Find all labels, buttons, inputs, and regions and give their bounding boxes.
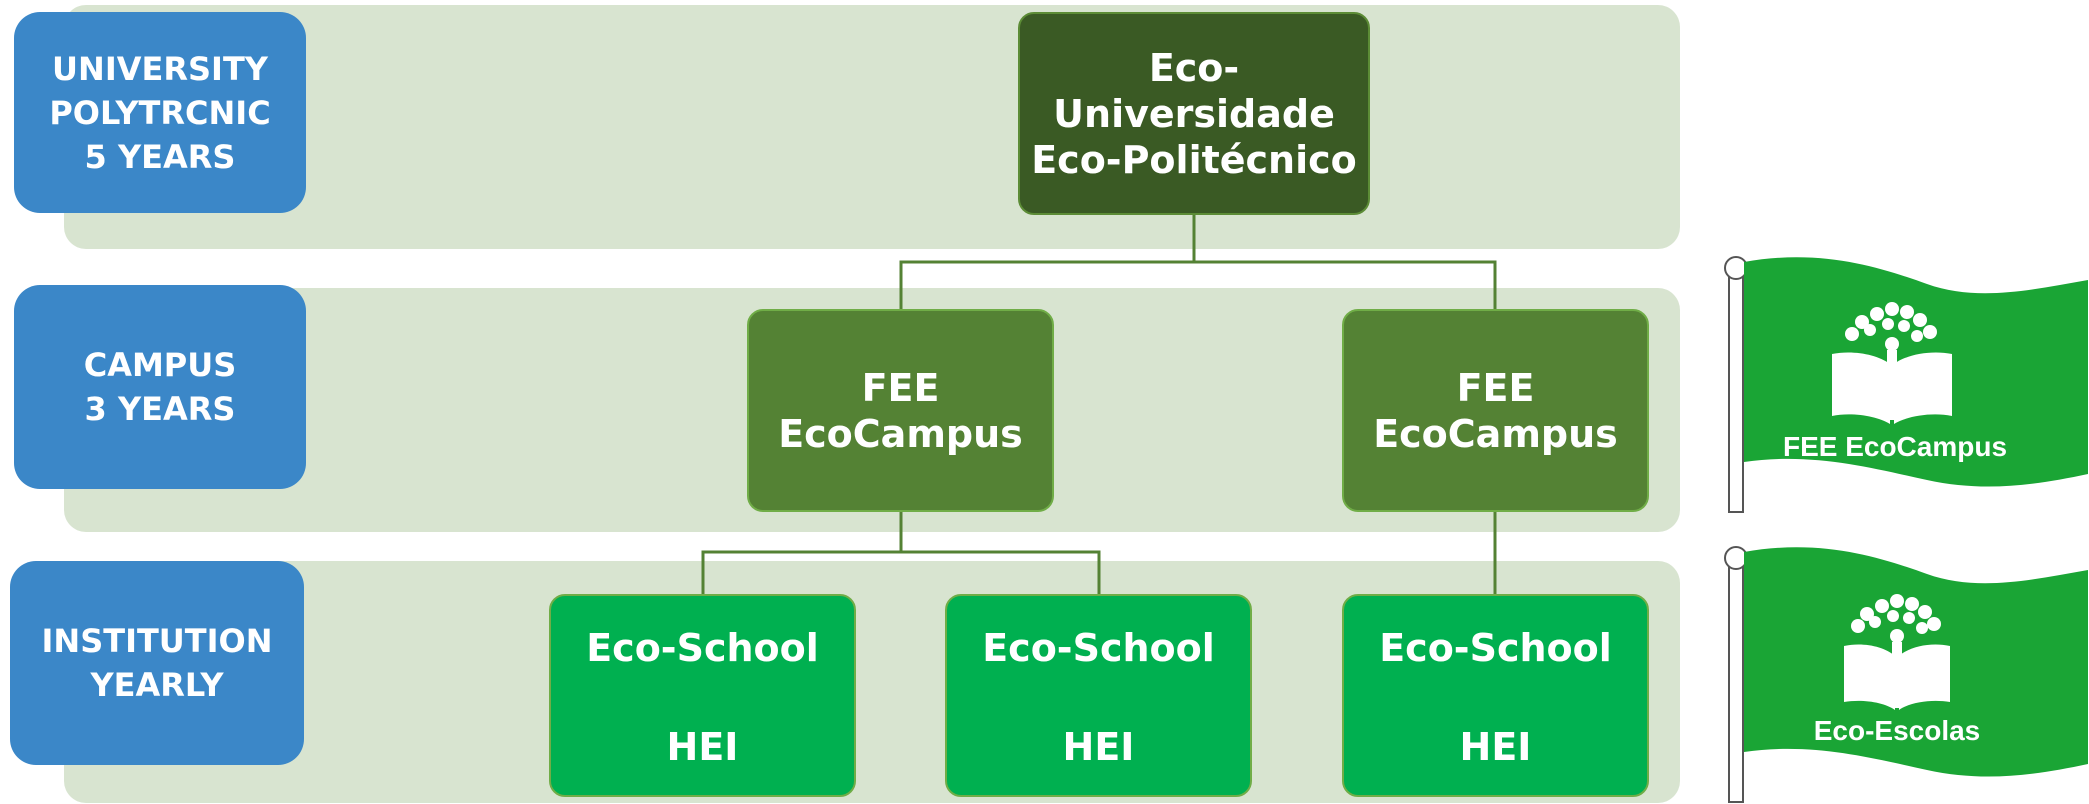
level-university-line-3: 5 YEARS [84, 137, 236, 176]
level-university-line-2: POLYTRCNIC [49, 93, 271, 132]
node-eco-school-1-type: HEI [666, 725, 739, 769]
flag-eco-escolas-label: Eco-Escolas [1814, 715, 1981, 746]
node-eco-school-1-name: Eco-School [586, 626, 819, 670]
node-fee-ecocampus-2: FEE EcoCampus [1342, 309, 1649, 512]
level-campus: CAMPUS 3 YEARS [14, 285, 306, 489]
connector-top-to-campus-2 [1194, 260, 1497, 309]
level-institution: INSTITUTION YEARLY [10, 561, 304, 765]
connector-campus1-to-schools [701, 512, 903, 594]
node-fee-ecocampus-2-line-1: FEE [1456, 365, 1535, 410]
flag-eco-escolas: Eco-Escolas [1724, 546, 2088, 803]
level-campus-line-2: 3 YEARS [84, 390, 236, 428]
flagpole [1728, 559, 1744, 803]
node-eco-school-2: Eco-School HEI [945, 594, 1252, 797]
node-eco-universidade-line-3: Eco-Politécnico [1031, 137, 1357, 182]
connector-campus1-to-school2 [901, 550, 1101, 594]
flag-fee-ecocampus: FEE EcoCampus [1724, 256, 2088, 513]
flagpole [1728, 269, 1744, 513]
level-campus-line-1: CAMPUS [83, 346, 237, 384]
flagpole-knob [1724, 546, 1748, 570]
connector-top-to-campus [899, 215, 1196, 309]
flag-fee-ecocampus-label: FEE EcoCampus [1783, 431, 2007, 462]
node-eco-school-2-name: Eco-School [982, 626, 1215, 670]
node-eco-school-1: Eco-School HEI [549, 594, 856, 797]
level-university: UNIVERSITY POLYTRCNIC 5 YEARS [14, 12, 306, 213]
node-eco-universidade-line-1: Eco- [1148, 45, 1240, 90]
node-eco-universidade-line-2: Universidade [1053, 91, 1335, 136]
band-university [64, 5, 1680, 249]
tree-book-icon [1832, 302, 1952, 424]
node-fee-ecocampus-1-line-2: EcoCampus [778, 411, 1023, 456]
level-university-line-1: UNIVERSITY [52, 49, 268, 88]
level-institution-line-2: YEARLY [90, 666, 224, 704]
node-eco-universidade: Eco- Universidade Eco-Politécnico [1018, 12, 1370, 215]
node-eco-school-3-name: Eco-School [1379, 626, 1612, 670]
node-fee-ecocampus-1-line-1: FEE [861, 365, 940, 410]
node-eco-school-3: Eco-School HEI [1342, 594, 1649, 797]
node-fee-ecocampus-2-line-2: EcoCampus [1373, 411, 1618, 456]
tree-book-icon [1844, 594, 1950, 710]
node-fee-ecocampus-1: FEE EcoCampus [747, 309, 1054, 512]
level-institution-line-1: INSTITUTION [41, 622, 273, 660]
node-eco-school-3-type: HEI [1459, 725, 1532, 769]
node-eco-school-2-type: HEI [1062, 725, 1135, 769]
flagpole-knob [1724, 256, 1748, 280]
